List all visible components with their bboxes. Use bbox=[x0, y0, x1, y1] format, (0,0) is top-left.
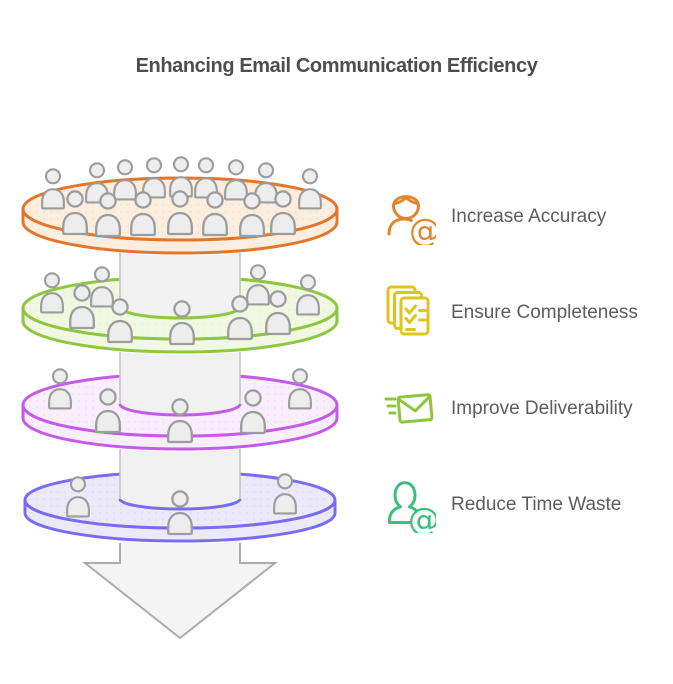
benefit-label: Improve Deliverability bbox=[451, 398, 633, 419]
svg-text:@: @ bbox=[409, 212, 436, 246]
column-segment-3 bbox=[118, 448, 242, 511]
benefit-row-accuracy: @ Increase Accuracy bbox=[384, 189, 606, 245]
down-arrow bbox=[82, 540, 278, 640]
benefit-row-deliverability: Improve Deliverability bbox=[384, 381, 633, 437]
woman-at-icon: @ bbox=[387, 195, 436, 246]
funnel-layer-1 bbox=[21, 156, 339, 255]
funnel-layer-3 bbox=[21, 351, 339, 451]
svg-text:@: @ bbox=[408, 501, 436, 534]
documents-checklist-icon bbox=[386, 285, 430, 336]
funnel-layer-2 bbox=[21, 252, 339, 354]
person-at-icon: @ bbox=[388, 481, 436, 534]
sending-envelope-icon bbox=[384, 393, 434, 424]
benefit-row-completeness: Ensure Completeness bbox=[384, 285, 638, 341]
benefit-label: Reduce Time Waste bbox=[451, 494, 622, 515]
page-title: Enhancing Email Communication Efficiency bbox=[135, 55, 538, 77]
funnel-layer-4 bbox=[23, 448, 337, 543]
benefit-label: Increase Accuracy bbox=[451, 206, 607, 227]
benefit-row-time-waste: @ Reduce Time Waste bbox=[384, 477, 621, 533]
benefit-label: Ensure Completeness bbox=[451, 302, 638, 323]
